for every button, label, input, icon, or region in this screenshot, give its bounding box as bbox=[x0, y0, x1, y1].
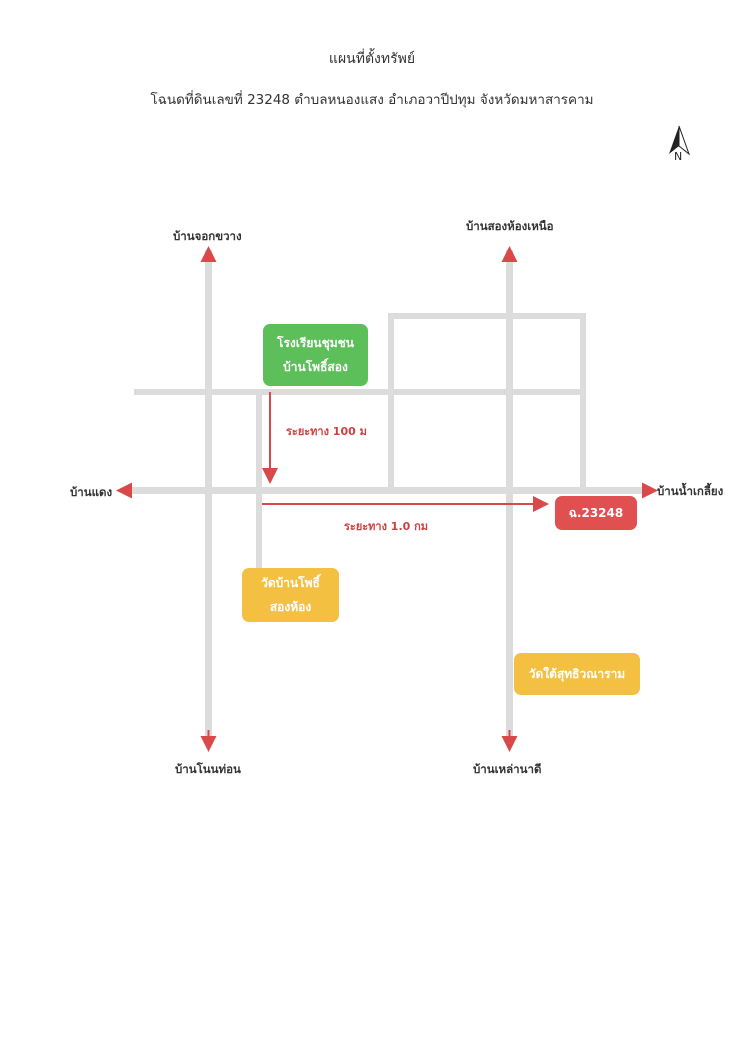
landmark-property: ฉ.23248 bbox=[555, 496, 637, 530]
landmark-temple-1-line1: วัดบ้านโพธิ์ bbox=[261, 576, 320, 590]
landmark-school-line2: บ้านโพธิ์สอง bbox=[283, 360, 348, 374]
distance-label-horizontal: ระยะทาง 1.0 กม bbox=[344, 520, 429, 533]
map-title: แผนที่ตั้งทรัพย์ bbox=[328, 51, 416, 67]
landmark-property-label: ฉ.23248 bbox=[568, 506, 624, 520]
landmark-school: โรงเรียนชุมชน บ้านโพธิ์สอง bbox=[263, 324, 368, 386]
road-block-right bbox=[580, 313, 586, 494]
landmark-temple-2: วัดใต้สุทธิวณาราม bbox=[514, 653, 640, 695]
road-block-top bbox=[388, 313, 585, 319]
distance-label-vertical: ระยะทาง 100 ม bbox=[286, 425, 367, 438]
landmark-school-line1: โรงเรียนชุมชน bbox=[277, 336, 354, 350]
road-vertical-short bbox=[256, 389, 262, 579]
map-subtitle: โฉนดที่ดินเลขที่ 23248 ตำบลหนองแสง อำเภอ… bbox=[150, 92, 594, 108]
place-right: บ้านน้ำเกลี้ยง bbox=[657, 484, 724, 498]
landmark-temple-1-line2: สองห้อง bbox=[269, 600, 312, 614]
place-bottom-left: บ้านโนนท่อน bbox=[175, 762, 241, 776]
road-block-left bbox=[388, 313, 394, 494]
place-top-left: บ้านจอกขวาง bbox=[173, 229, 242, 243]
landmark-temple-2-line1: วัดใต้สุทธิวณาราม bbox=[528, 667, 626, 681]
north-arrow-icon bbox=[669, 125, 691, 156]
landmark-temple-1: วัดบ้านโพธิ์ สองห้อง bbox=[242, 568, 339, 622]
road-horizontal-upper bbox=[134, 389, 584, 395]
place-left: บ้านแดง bbox=[70, 485, 113, 499]
north-label: N bbox=[674, 150, 683, 163]
road-vertical-right bbox=[506, 250, 513, 742]
place-top-right: บ้านสองห้องเหนือ bbox=[466, 219, 554, 233]
place-bottom-right: บ้านเหล่านาดี bbox=[473, 762, 542, 776]
road-vertical-left bbox=[205, 250, 212, 742]
